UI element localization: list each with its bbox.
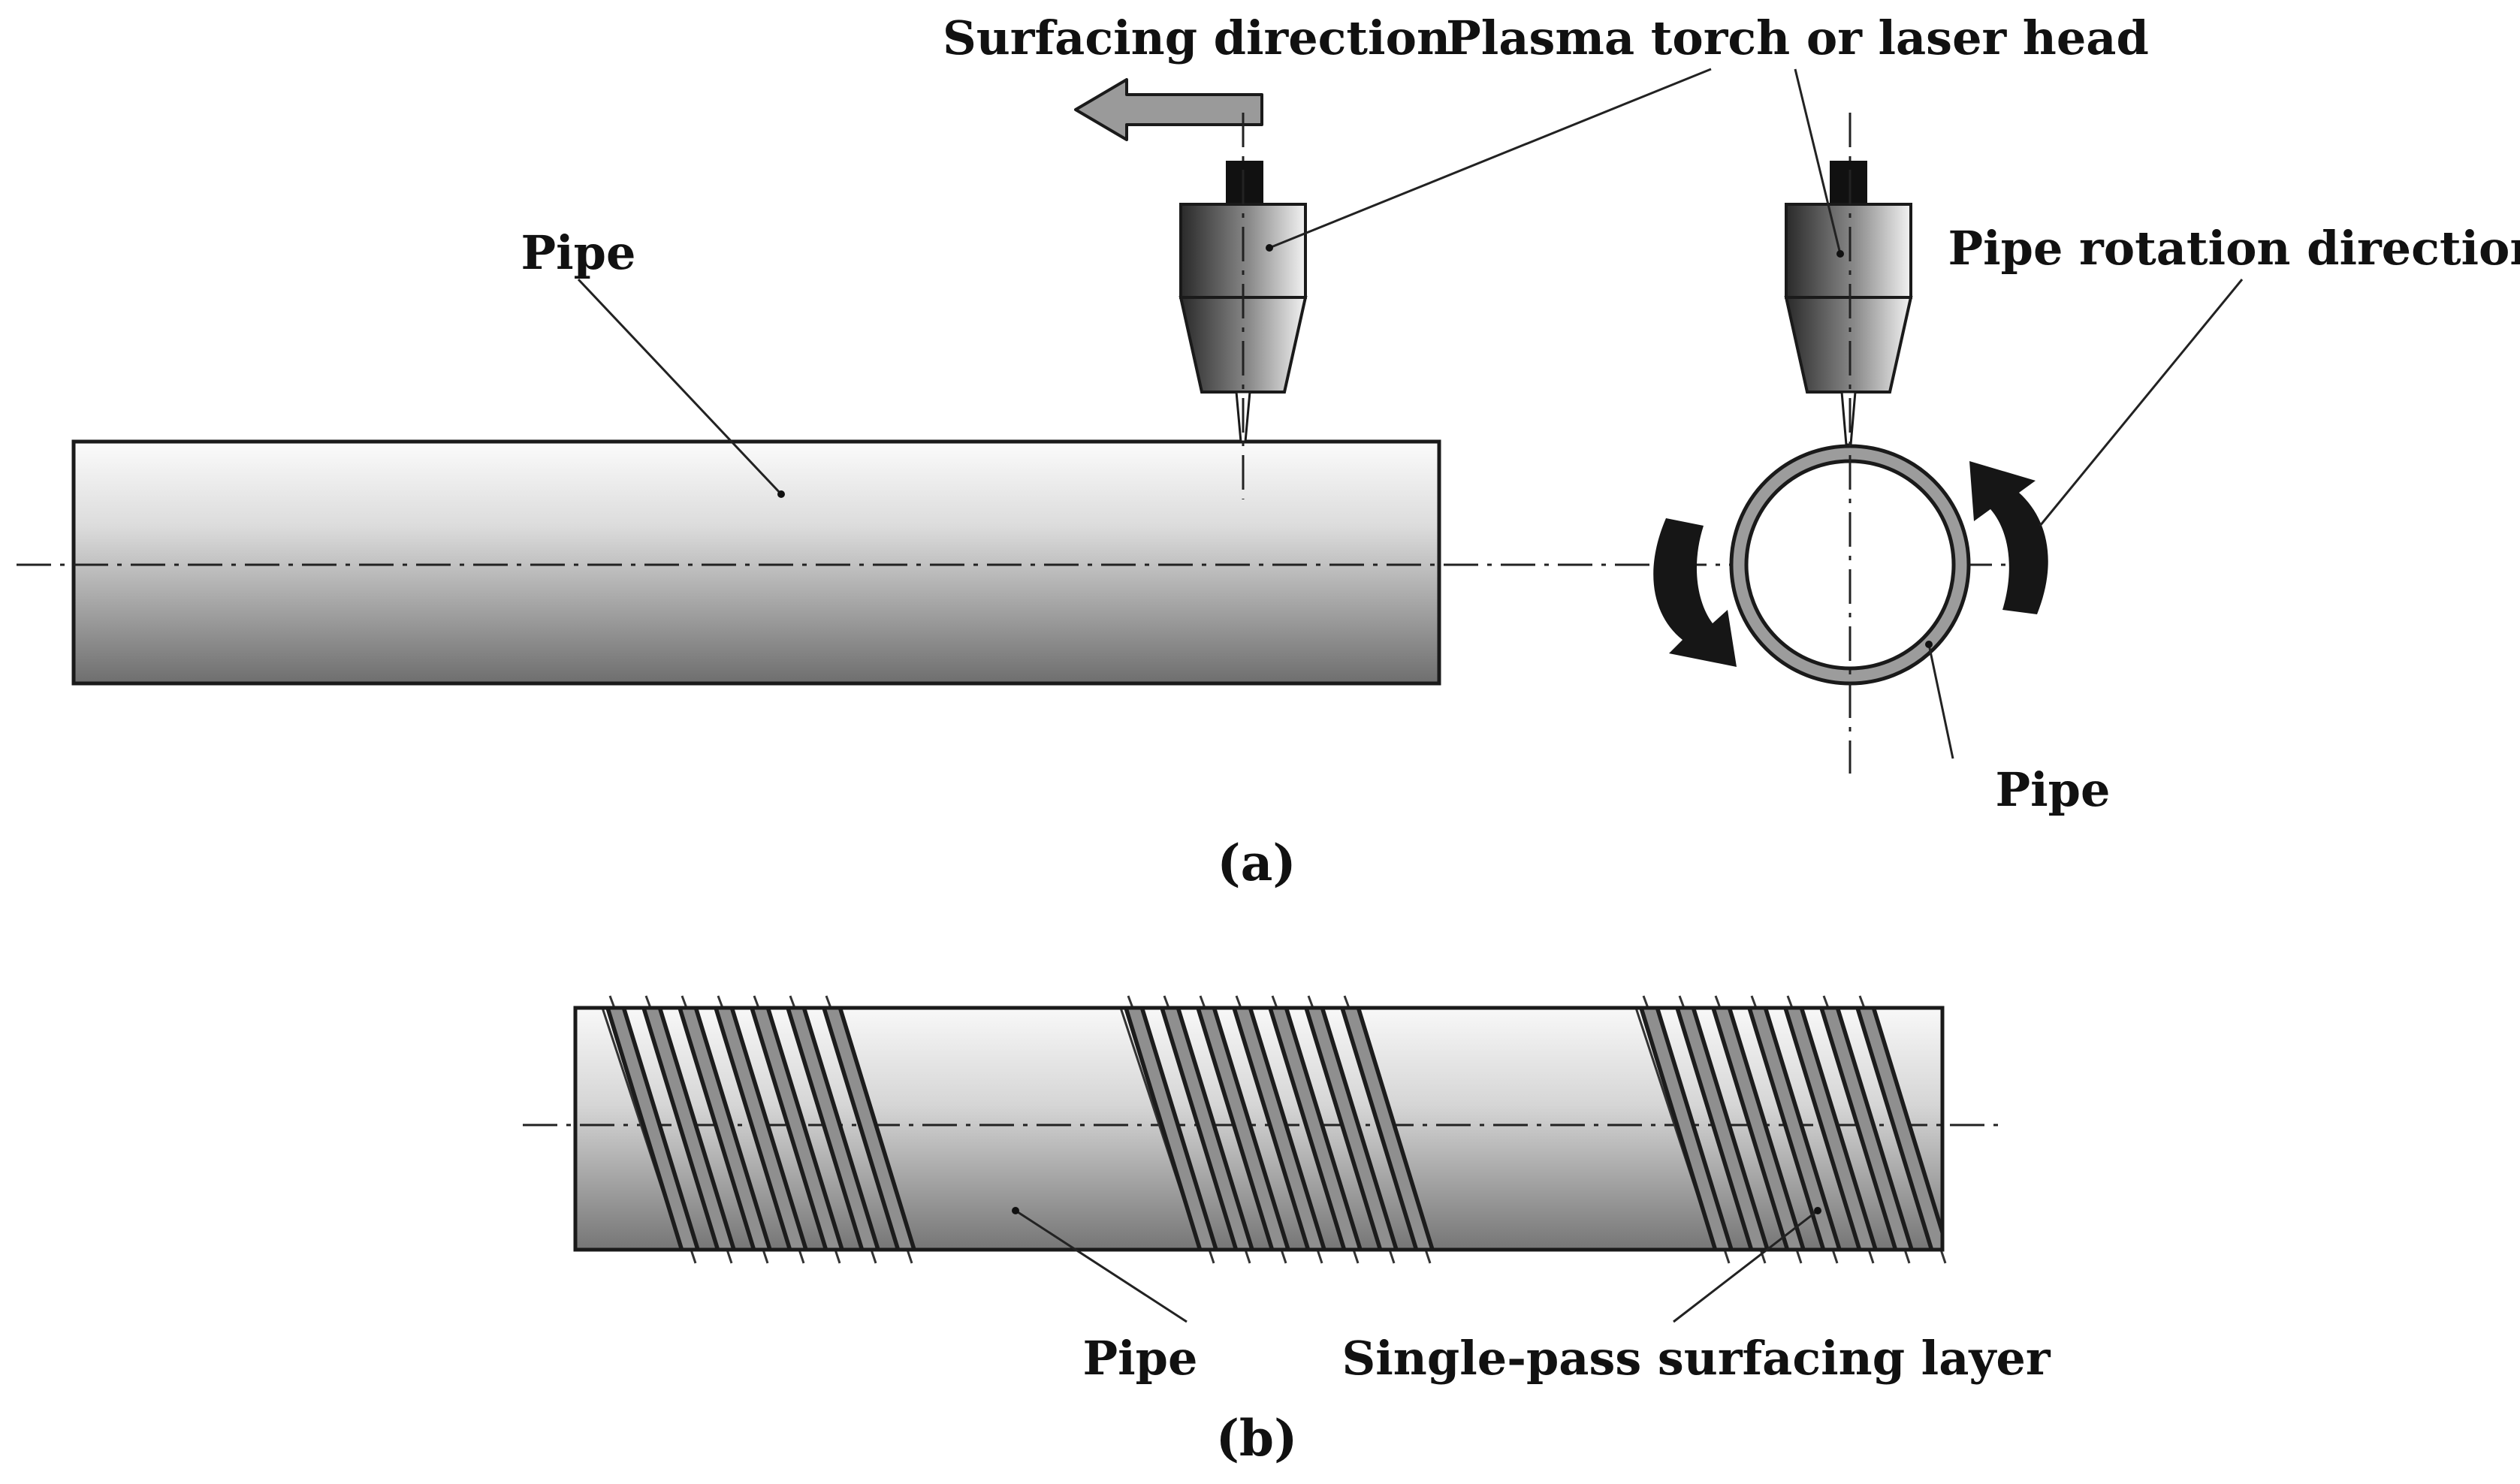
coil-tick — [1316, 1249, 1323, 1264]
caption-b: (b) — [1216, 1409, 1298, 1467]
surfacing-coil-highlight — [681, 1008, 768, 1250]
coil-tick — [1795, 1249, 1803, 1264]
coil-tick — [825, 995, 832, 1009]
coil-tick — [644, 995, 652, 1009]
coil-tick — [1280, 1249, 1287, 1264]
label-pipe-rotation: Pipe rotation direction — [1948, 221, 2520, 276]
surfacing-coil-highlight — [1272, 1008, 1359, 1250]
label-surfacing-direction: Surfacing direction — [943, 11, 1450, 65]
surfacing-coil-highlight — [825, 1008, 913, 1250]
coil-tick — [690, 1249, 697, 1264]
label-pipe-b: Pipe — [1083, 1331, 1198, 1386]
coil-tick — [1271, 995, 1278, 1009]
plasma-torch-left — [1179, 113, 1308, 499]
coil-tick — [1127, 995, 1134, 1009]
surfacing-coil-highlight — [645, 1008, 732, 1250]
coil-tick — [1642, 995, 1649, 1009]
coil-tick — [1424, 1249, 1432, 1264]
coil-tick — [1750, 995, 1758, 1009]
coil-tick — [1939, 1249, 1947, 1264]
surfacing-coil-highlight — [1127, 1008, 1215, 1250]
leader-rotation — [2039, 279, 2244, 526]
coil-tick — [834, 1249, 841, 1264]
coil-tick — [717, 995, 724, 1009]
leader-surfacing-layer — [1673, 1209, 1818, 1323]
surfacing-coil-highlight — [1643, 1008, 1730, 1250]
coil-tick — [1903, 1249, 1911, 1264]
surfacing-coil-highlight — [609, 1008, 696, 1250]
surfacing-coil-highlight — [717, 1008, 804, 1250]
coil-tick — [789, 995, 796, 1009]
coil-tick — [726, 1249, 733, 1264]
caption-a: (a) — [1217, 834, 1296, 892]
coil-tick — [1199, 995, 1206, 1009]
label-pipe-a-right: Pipe — [1996, 762, 2111, 817]
pipe-cross-section — [1729, 113, 1971, 774]
coil-tick — [608, 995, 616, 1009]
label-single-pass-layer: Single-pass surfacing layer — [1341, 1331, 2051, 1386]
coil-tick — [1244, 1249, 1251, 1264]
coil-tick — [870, 1249, 877, 1264]
coil-tick — [1388, 1249, 1396, 1264]
surfacing-coil-highlight — [1715, 1008, 1802, 1250]
coil-tick — [1307, 995, 1314, 1009]
coil-tick — [1208, 1249, 1215, 1264]
coil-tick — [1786, 995, 1794, 1009]
leader-pipe-left — [577, 278, 783, 496]
label-plasma-torch: Plasma torch or laser head — [1446, 11, 2149, 65]
coil-tick — [1867, 1249, 1875, 1264]
surfacing-coil-highlight — [1200, 1008, 1287, 1250]
surfacing-coil-highlight — [1344, 1008, 1431, 1250]
leader-pipe-right — [1927, 644, 1954, 759]
surfacing-coil-highlight — [789, 1008, 877, 1250]
label-pipe-a-left: Pipe — [521, 225, 636, 280]
coil-tick — [1714, 995, 1722, 1009]
surfacing-coil-highlight — [753, 1008, 841, 1250]
plasma-torch-right — [1784, 161, 1913, 446]
coil-tick — [906, 1249, 913, 1264]
surfacing-coil-highlight — [1236, 1008, 1323, 1250]
surfacing-coil-highlight — [1163, 1008, 1251, 1250]
surfacing-coil-highlight — [1859, 1008, 1942, 1250]
rotation-arrow-right — [1969, 461, 2048, 614]
pipe-with-coils — [523, 995, 2002, 1264]
rotation-arrow-left — [1653, 518, 1737, 667]
coil-tick — [753, 995, 760, 1009]
coil-tick — [798, 1249, 805, 1264]
pipe-side-view — [71, 439, 1441, 686]
coil-tick — [1759, 1249, 1767, 1264]
leader-torch-right — [1794, 68, 1842, 255]
coil-tick — [1343, 995, 1351, 1009]
surfacing-coil-highlight — [1787, 1008, 1874, 1250]
surfacing-direction-arrow — [1074, 78, 1263, 141]
leader-torch-left — [1269, 68, 1712, 249]
surfacing-coil-highlight — [1823, 1008, 1910, 1250]
coil-tick — [762, 1249, 769, 1264]
coil-tick — [1723, 1249, 1731, 1264]
coil-tick — [1163, 995, 1170, 1009]
coil-tick — [1235, 995, 1242, 1009]
coil-tick — [1352, 1249, 1360, 1264]
surfacing-coil-highlight — [1751, 1008, 1838, 1250]
coil-tick — [1858, 995, 1866, 1009]
coil-tick — [1678, 995, 1686, 1009]
coil-tick — [1822, 995, 1830, 1009]
coil-tick — [681, 995, 688, 1009]
leader-pipe-b — [1015, 1209, 1188, 1323]
coil-tick — [1831, 1249, 1839, 1264]
surfacing-coil-highlight — [1679, 1008, 1766, 1250]
surfacing-coil-highlight — [1308, 1008, 1395, 1250]
